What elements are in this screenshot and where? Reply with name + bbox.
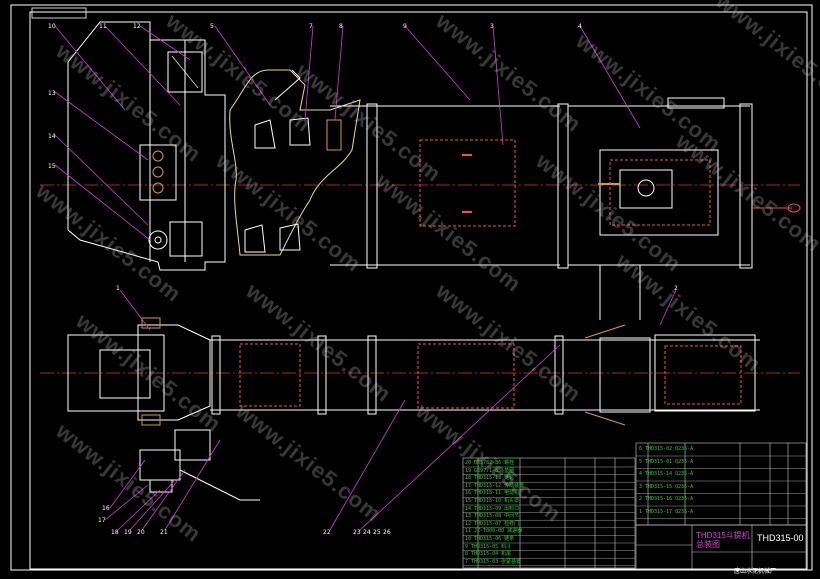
title-block: [635, 524, 807, 570]
tail-housing: [599, 149, 719, 236]
callout-23: 23: [353, 529, 361, 536]
callout-11: 11: [99, 23, 107, 30]
callout-22: 22: [323, 529, 331, 536]
callout-5: 5: [210, 23, 214, 30]
callout-2: 2: [674, 285, 678, 292]
top-leaders: [54, 25, 641, 241]
callout-20: 20: [137, 529, 145, 536]
bom-right-row: 2 THD315-16 Q235-A: [639, 496, 694, 502]
bottom-callout-labels: 1 2 16 17 18 19 20 21 22 23 24 25 26: [98, 285, 678, 536]
bom-left-row: 13 THD315-08 中间节: [465, 513, 520, 520]
bom-left-row: 9 THD315-05 料斗: [465, 543, 512, 550]
callout-24: 24: [363, 529, 371, 536]
bom-left-row: 19 GB97.1-85 垫圈: [465, 467, 515, 474]
callout-18: 18: [111, 529, 119, 536]
callout-9: 9: [403, 23, 407, 30]
title-marker-box: [31, 7, 87, 19]
bom-left-row: 10 THD315-06 链条: [465, 536, 515, 542]
head-housing: [67, 21, 226, 271]
bom-right-row: 5 THD315-01 Q235-A: [639, 458, 694, 465]
callout-7: 7: [309, 23, 313, 30]
bom-left-row: 20 GB5782-86 螺栓: [465, 460, 515, 466]
bom-left-row: 18 THD315-13 链轮: [465, 475, 515, 482]
callout-13: 13: [48, 90, 56, 97]
drawing-border-outer: [10, 4, 813, 571]
bom-left-row: 11 JZ-T000-00 减速器: [465, 528, 523, 535]
callout-25: 25: [373, 529, 381, 536]
callout-14: 14: [48, 133, 56, 140]
bucket-4: [279, 223, 301, 251]
drive-motor-plan: [139, 449, 181, 481]
bom-row-lines: [463, 455, 806, 566]
callout-17: 17: [98, 517, 106, 524]
callout-15: 15: [48, 163, 56, 170]
bom-left-row: 8 THD315-04 机尾: [465, 551, 512, 558]
callout-21: 21: [160, 529, 168, 536]
bom-left-row: 14 THD315-09 出料口: [465, 505, 520, 512]
inspection-door-top: [167, 51, 203, 93]
bottom-view: [40, 317, 800, 501]
bom-left-row: 15 THD315-10 机头罩: [465, 498, 520, 504]
callout-1: 1: [116, 285, 120, 292]
top-callout-labels: 10 11 12 13 14 15 7 8 9 3 4 5: [48, 23, 582, 170]
plan-window-1: [239, 343, 301, 407]
callout-3: 3: [490, 23, 494, 30]
bucket-3: [244, 224, 266, 253]
bom-left-row: 16 THD315-11 电动机: [465, 490, 520, 497]
bom-right-row: 6 THD315-02 Q235-A: [639, 446, 694, 452]
bom-left-table: [462, 457, 636, 569]
tail-plan: [654, 334, 756, 412]
bom-left-row: 17 THD315-12 传动装置: [465, 482, 525, 489]
inspection-window-mid: [419, 139, 516, 227]
tail-sprocket-box: [619, 169, 673, 209]
bucket-2: [289, 117, 311, 146]
callout-19: 19: [124, 529, 132, 536]
drawing-code: THD315-00: [757, 533, 804, 543]
bom-right-table: [635, 442, 807, 570]
callout-26: 26: [383, 529, 391, 536]
bom-left-row: 12 THD315-07 检修门: [465, 520, 520, 527]
bom-left-row: 7 THD315-03 张紧装置: [465, 558, 522, 565]
callout-4: 4: [578, 23, 582, 30]
bom-right-row: 3 THD315-15 Q235-A: [639, 483, 694, 490]
callout-10: 10: [48, 23, 56, 30]
bucket-1: [254, 119, 276, 149]
trunk-flange-1: [366, 103, 378, 269]
callout-16: 16: [102, 505, 110, 512]
company-name: 唐山水泥机械厂: [734, 568, 777, 575]
callout-8: 8: [339, 23, 343, 30]
plan-window-2: [417, 343, 515, 409]
casing-broken-edge: [229, 69, 361, 256]
bom-right-row: 1 THD315-17 Q235-A: [639, 508, 694, 515]
bom-right-row: 4 THD315-14 Q235-A: [639, 471, 694, 477]
head-plan: [67, 334, 165, 412]
bottom-leaders: [104, 289, 677, 531]
drawing-border-inner: [29, 11, 808, 570]
head-sprocket: [148, 230, 168, 250]
top-view: [40, 21, 801, 320]
drawing-title: THD315斗提机总装图: [696, 531, 750, 549]
callout-12: 12: [133, 23, 141, 30]
drive-gearbox: [139, 144, 177, 201]
trunk-flange-2: [557, 103, 569, 269]
